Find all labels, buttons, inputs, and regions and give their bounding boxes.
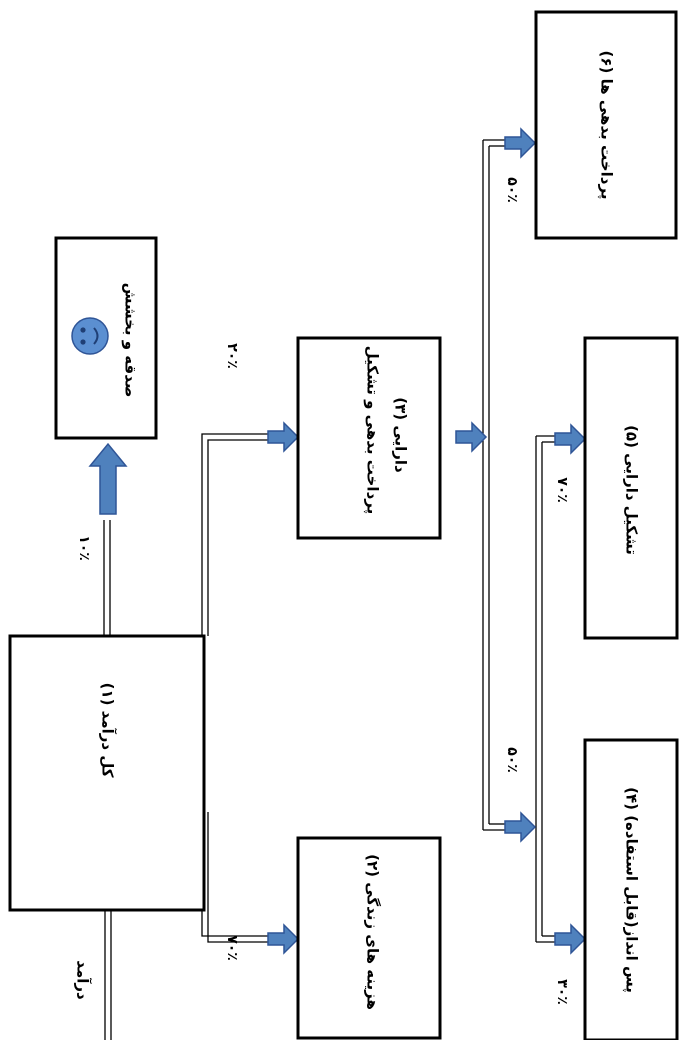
asset-building-box (583, 336, 679, 640)
debt-assets-arrow-icon (267, 422, 299, 452)
savings-box (583, 738, 679, 1040)
total-income-label: کل درآمد (۱) (99, 683, 117, 778)
debt-payment-percentage: ۵۰٪ (504, 177, 520, 203)
charity-percentage: ۱۰٪ (76, 535, 92, 561)
living-costs-box (296, 836, 442, 1040)
charity-label: صدقه و بخشش (122, 283, 140, 398)
connector-lines (103, 139, 555, 1040)
debt-assets-label-line1: پرداخت بدهی و تشکیل (363, 346, 382, 515)
debt-assets-percentage: ۲۰٪ (224, 343, 240, 369)
living-costs-label: هزینه های زندگی (۲) (364, 854, 382, 1010)
charity-arrow-icon (89, 443, 127, 515)
savings-arrow-icon (554, 924, 586, 954)
debt-payment-box (534, 10, 678, 240)
debt-assets-box (296, 336, 442, 540)
debt-assets-label-line2: دارایی (۳) (392, 397, 410, 473)
boxes (8, 10, 679, 1040)
living-costs-arrow-icon (267, 924, 299, 954)
total-income-box (8, 634, 206, 912)
debt-payment-label: پرداخت بدهی ها (۶) (597, 51, 616, 200)
savings-branch-arrow-icon (504, 812, 536, 842)
debt-payment-arrow-icon (504, 128, 536, 158)
savings-branch-percentage: ۵۰٪ (504, 747, 520, 773)
income-input-label: درآمد (74, 960, 92, 1000)
box-labels: کل درآمد (۱) صدقه و بخشش پرداخت بدهی و ت… (99, 51, 641, 1010)
savings-label: پس انداز(قابل استفاده) (۴) (622, 787, 641, 993)
asset-building-arrow-icon (554, 424, 586, 454)
asset-building-percentage: ۷۰٪ (554, 477, 570, 503)
split-arrow-icon (455, 422, 487, 452)
asset-building-label: تشکیل دارایی (۵) (623, 425, 641, 555)
savings-percentage: ۳۰٪ (554, 979, 570, 1005)
living-costs-percentage: ۷۰٪ (224, 935, 240, 961)
flow-labels: درآمد ۱۰٪ ۲۰٪ ۷۰٪ ۵۰٪ ۵۰٪ ۷۰٪ ۳۰٪ (74, 177, 571, 1005)
smiley-face-icon (71, 317, 109, 355)
